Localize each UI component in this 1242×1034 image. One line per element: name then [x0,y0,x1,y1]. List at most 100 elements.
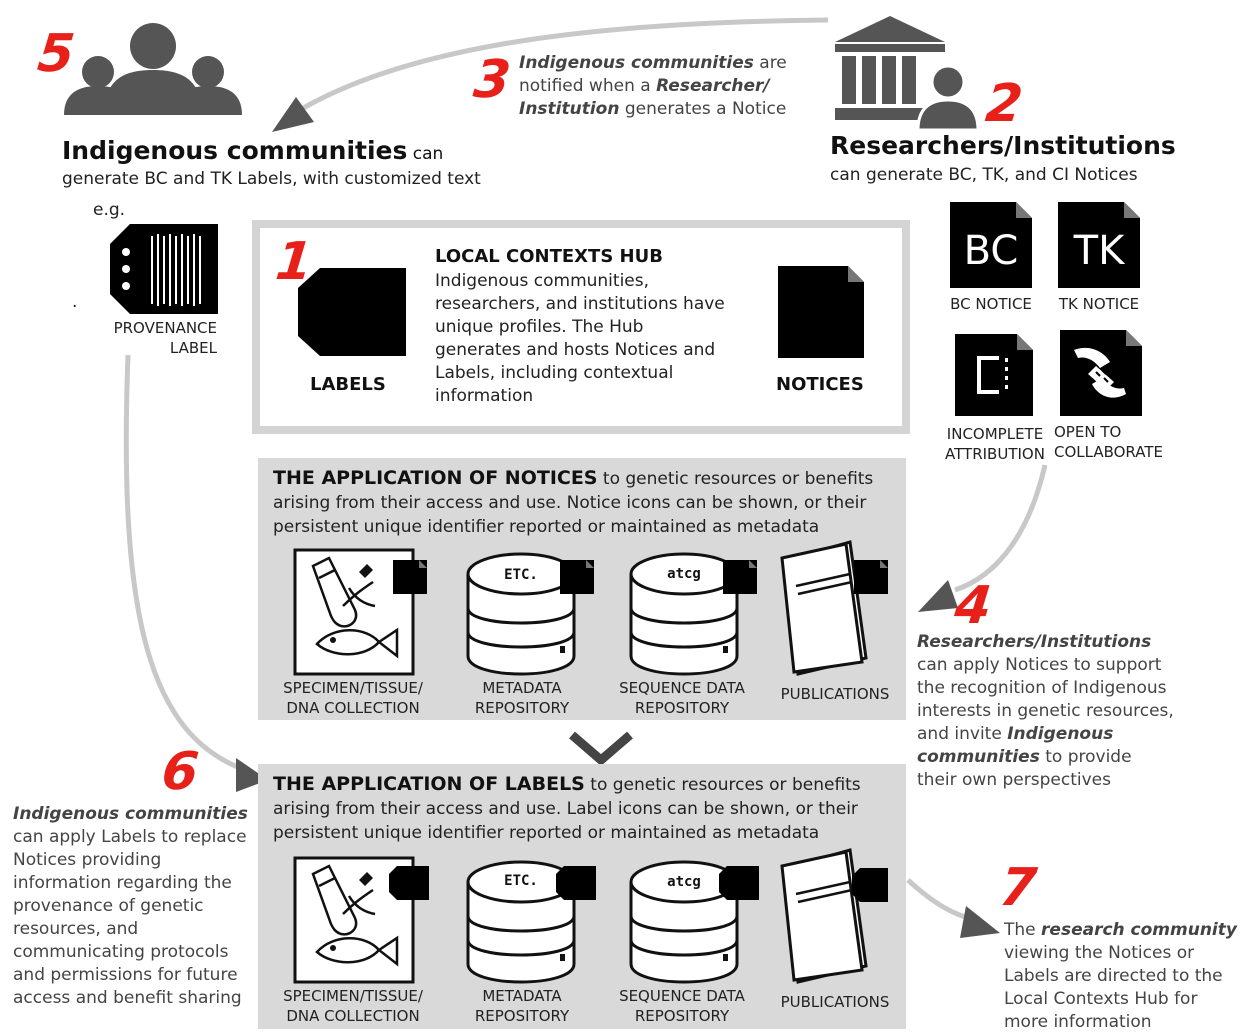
apply-labels-bold: THE APPLICATION OF LABELS [273,773,585,795]
step3-bold3: Institution [519,99,620,119]
notices-sequence-caption: SEQUENCE DATA REPOSITORY [612,678,752,718]
step4-bold: Researchers/Institutions [917,632,1152,652]
communities-heading: Indigenous communities can [62,136,443,165]
step6-l5: provenance of genetic [13,896,204,916]
step-number-7: 7 [996,858,1040,918]
hub-description: Indigenous communities, researchers, and… [435,270,725,408]
communities-subtext: generate BC and TK Labels, with customiz… [62,169,481,189]
step4-l5a: and invite [917,724,1008,744]
step6-l3: Notices providing [13,850,162,870]
step7-text: The research community viewing the Notic… [1004,919,1237,1034]
step6-l4: information regarding the [13,873,232,893]
step3-bold2: Researcher/ [656,76,770,96]
labels-sequence-caption-1: SEQUENCE DATA [619,987,745,1005]
step6-l2: can apply Labels to replace [13,827,247,847]
step6-bold: Indigenous communities [13,804,248,824]
provenance-label-icon [110,224,218,314]
step6-l8: and permissions for future [13,965,238,985]
step4-text: Researchers/Institutions can apply Notic… [917,631,1174,792]
notices-metadata-caption: METADATA REPOSITORY [462,678,582,718]
step-number-6: 6 [158,742,202,802]
metadata-labeled-etc-text: ETC. [504,873,538,889]
tk-notice-caption: TK NOTICE [1058,295,1140,313]
apply-labels-t1: to genetic resources or benefits [584,775,861,795]
step7-l2: viewing the Notices or [1004,943,1195,963]
step4-l2: can apply Notices to support [917,655,1162,675]
step6-l6: resources, and [13,919,139,939]
bc-notice-caption: BC NOTICE [950,295,1032,313]
bc-notice-icon: BC [950,202,1032,288]
hub-title: LOCAL CONTEXTS HUB [435,246,663,267]
step-number-5: 5 [34,24,78,84]
specimen-collection-labeled-icon [293,856,429,984]
step7-l3: Labels are directed to the [1004,966,1223,986]
open-to-collaborate-icon [1060,330,1142,416]
step7-l4: Local Contexts Hub for [1004,989,1198,1009]
hub-desc-5: Labels, including contextual [435,363,674,383]
sequence-data-repository-labeled-icon: atcg [629,860,759,984]
notices-metadata-caption-2: REPOSITORY [474,699,570,717]
hub-desc-6: information [435,386,534,406]
notices-specimen-caption: SPECIMEN/TISSUE/ DNA COLLECTION [272,678,434,718]
open-to-collaborate-caption: OPEN TO COLLABORATE [1054,422,1172,462]
dot-text: . [72,292,78,312]
step7-l1a: The [1004,920,1042,940]
hub-desc-4: generates and hosts Notices and [435,340,716,360]
labels-publications-caption: PUBLICATIONS [780,993,890,1011]
attribution-incomplete-caption: INCOMPLETE ATTRIBUTION [935,424,1055,464]
step3-text: Indigenous communities are notified when… [519,52,787,121]
notices-specimen-caption-2: DNA COLLECTION [286,699,420,717]
apply-notices-text: THE APPLICATION OF NOTICES to genetic re… [273,466,903,539]
step4-l5b: Indigenous [1007,724,1114,744]
communities-heading-bold: Indigenous communities [62,136,408,165]
bc-notice-glyph: BC [964,228,1019,274]
labels-metadata-caption-1: METADATA [482,987,562,1005]
step6-text: Indigenous communities can apply Labels … [13,803,248,1010]
step7-l1b: research community [1041,920,1237,940]
publications-icon [780,540,888,676]
step-number-4: 4 [951,576,995,636]
step6-l9: access and benefit sharing [13,988,242,1008]
researchers-subtext: can generate BC, TK, and CI Notices [830,165,1138,185]
metadata-repository-labeled-icon: ETC. [466,860,596,984]
step3-t1: are [753,53,787,73]
tk-notice-icon: TK [1058,202,1140,288]
notices-sequence-caption-1: SEQUENCE DATA [619,679,745,697]
step4-l6b: to provide [1039,747,1132,767]
step-number-3: 3 [470,50,514,110]
step-number-2: 2 [982,74,1026,134]
step4-l6a: communities [917,747,1040,767]
notices-sequence-caption-2: REPOSITORY [634,699,730,717]
labels-sequence-caption: SEQUENCE DATA REPOSITORY [612,986,752,1026]
step4-l4: interests in genetic resources, [917,701,1174,721]
eg-text: e.g. [93,200,126,220]
step6-l7: communicating protocols [13,942,229,962]
hub-labels-text: LABELS [310,374,386,395]
tk-notice-glyph: TK [1073,228,1126,274]
step4-l7: their own perspectives [917,770,1111,790]
notices-publications-caption: PUBLICATIONS [780,685,890,703]
apply-labels-text: THE APPLICATION OF LABELS to genetic res… [273,772,903,845]
communities-heading-suffix: can [407,144,444,164]
labels-specimen-caption: SPECIMEN/TISSUE/ DNA COLLECTION [272,986,434,1026]
hub-notices-text: NOTICES [776,374,864,395]
apply-labels-l2: arising from their access and use. Label… [273,799,858,819]
apply-notices-l2: arising from their access and use. Notic… [273,493,867,513]
step3-bold: Indigenous communities [519,53,754,73]
sequence-labeled-atcg-text: atcg [667,874,701,890]
provenance-caption-2: LABEL [169,339,217,357]
provenance-label-caption: PROVENANCE LABEL [105,318,217,358]
attribution-caption-2: ATTRIBUTION [945,445,1045,463]
hub-desc-2: researchers, and institutions have [435,294,725,314]
metadata-repository-icon: ETC. [466,552,594,676]
publications-labeled-icon [780,848,888,984]
hub-label-icon [298,268,406,356]
apply-notices-t1: to genetic resources or benefits [597,469,874,489]
specimen-collection-icon [293,548,427,676]
step3-t3: generates a Notice [619,99,787,119]
hub-desc-3: unique profiles. The Hub [435,317,644,337]
labels-specimen-caption-2: DNA COLLECTION [286,1007,420,1025]
labels-metadata-caption-2: REPOSITORY [474,1007,570,1025]
notices-specimen-caption-1: SPECIMEN/TISSUE/ [283,679,423,697]
